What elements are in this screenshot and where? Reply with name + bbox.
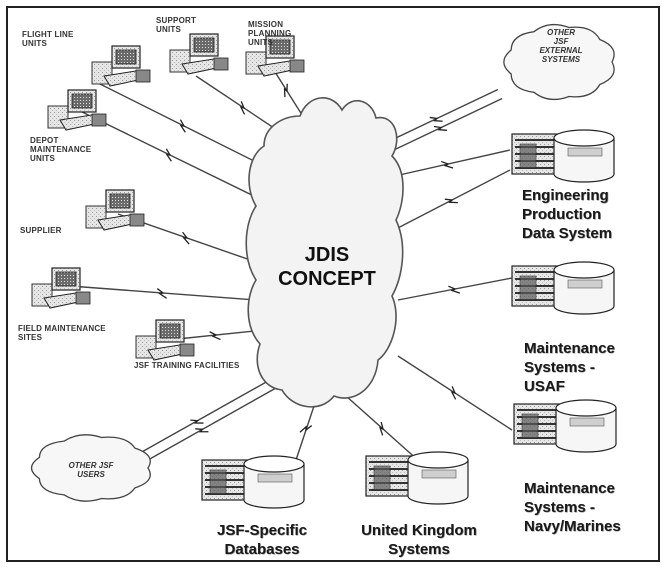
link-united-kingdom (345, 395, 421, 463)
depot-maintenance-units-workstation (47, 89, 107, 131)
support-units-label: SUPPORT UNITS (156, 16, 197, 34)
flight-line-units-label: FLIGHT LINE UNITS (22, 30, 74, 48)
engineering-production-data-system-label: Engineering Production Data System (522, 187, 613, 242)
maintenance-systems-usaf-label: Maintenance Systems - USAF (524, 340, 615, 395)
other-external-systems-label: OTHER JSF EXTERNAL SYSTEMS (539, 28, 583, 64)
field-maintenance-sites-workstation (31, 267, 91, 309)
field-maintenance-sites-label: FIELD MAINTENANCE SITES (18, 324, 106, 342)
diagram-frame (6, 6, 660, 562)
depot-maintenance-units-label: DEPOT MAINTENANCE UNITS (30, 136, 92, 163)
flight-line-units-workstation (91, 45, 151, 87)
link-maintenance-navy (397, 355, 513, 431)
supplier-workstation (85, 189, 145, 231)
maintenance-systems-navy-marines-label: Maintenance Systems - Navy/Marines (524, 480, 621, 535)
link-other-jsf-users-b (117, 375, 278, 467)
jsf-specific-databases-label: JSF-Specific Databases (216, 522, 308, 558)
jsf-specific-database-icon (201, 455, 305, 509)
united-kingdom-systems-label: United Kingdom Systems (361, 522, 477, 558)
link-flight-line-units (95, 81, 273, 171)
link-maintenance-usaf (397, 277, 513, 301)
engineering-database-icon (511, 129, 615, 183)
supplier-label: SUPPLIER (20, 226, 62, 235)
link-engineering-a (385, 149, 511, 179)
other-jsf-users-cloud (30, 434, 151, 502)
central-cloud (245, 97, 404, 408)
maintenance-navy-database-icon (513, 399, 617, 453)
link-depot-maintenance-units (77, 109, 263, 201)
center-title-line1: JDIS (304, 244, 350, 266)
link-field-maintenance-sites (69, 285, 257, 301)
center-title-line2: CONCEPT (278, 268, 376, 290)
mission-planning-units-label: MISSION PLANNING UNITS (248, 20, 292, 47)
link-engineering-b (393, 169, 511, 231)
link-jsf-specific (295, 399, 317, 461)
other-external-systems-cloud (503, 23, 615, 101)
maintenance-usaf-database-icon (511, 261, 615, 315)
other-jsf-users-label: OTHER JSF USERS (68, 461, 114, 479)
node-icons (30, 23, 617, 509)
jsf-training-facilities-workstation (135, 319, 195, 361)
mission-planning-units-workstation (245, 35, 305, 77)
support-units-workstation (169, 33, 229, 75)
united-kingdom-database-icon (365, 451, 469, 505)
jsf-training-facilities-label: JSF TRAINING FACILITIES (134, 361, 240, 370)
link-other-external-systems-a (379, 97, 503, 158)
